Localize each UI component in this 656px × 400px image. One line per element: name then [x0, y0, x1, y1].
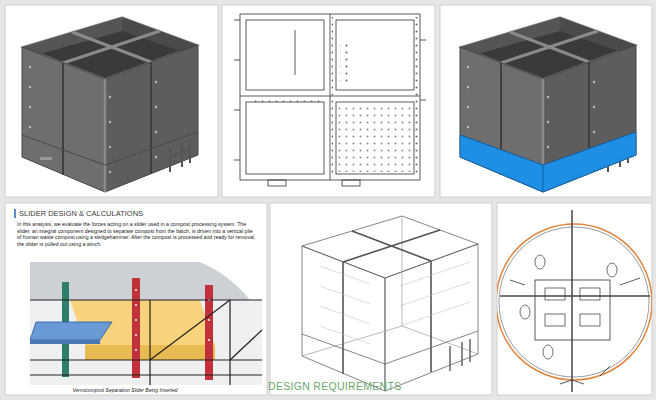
text-panel: SLIDER DESIGN & CALCULATIONS In this anal…: [5, 203, 267, 395]
body-text: In this analysis, we evaluate the forces…: [17, 221, 257, 247]
section-heading: DESIGN REQUIREMENTS: [268, 380, 401, 392]
section-heading: SLIDER DESIGN & CALCULATIONS: [14, 209, 143, 218]
figure-caption: Vermicompost Separation Slider Being Ins…: [25, 387, 225, 393]
